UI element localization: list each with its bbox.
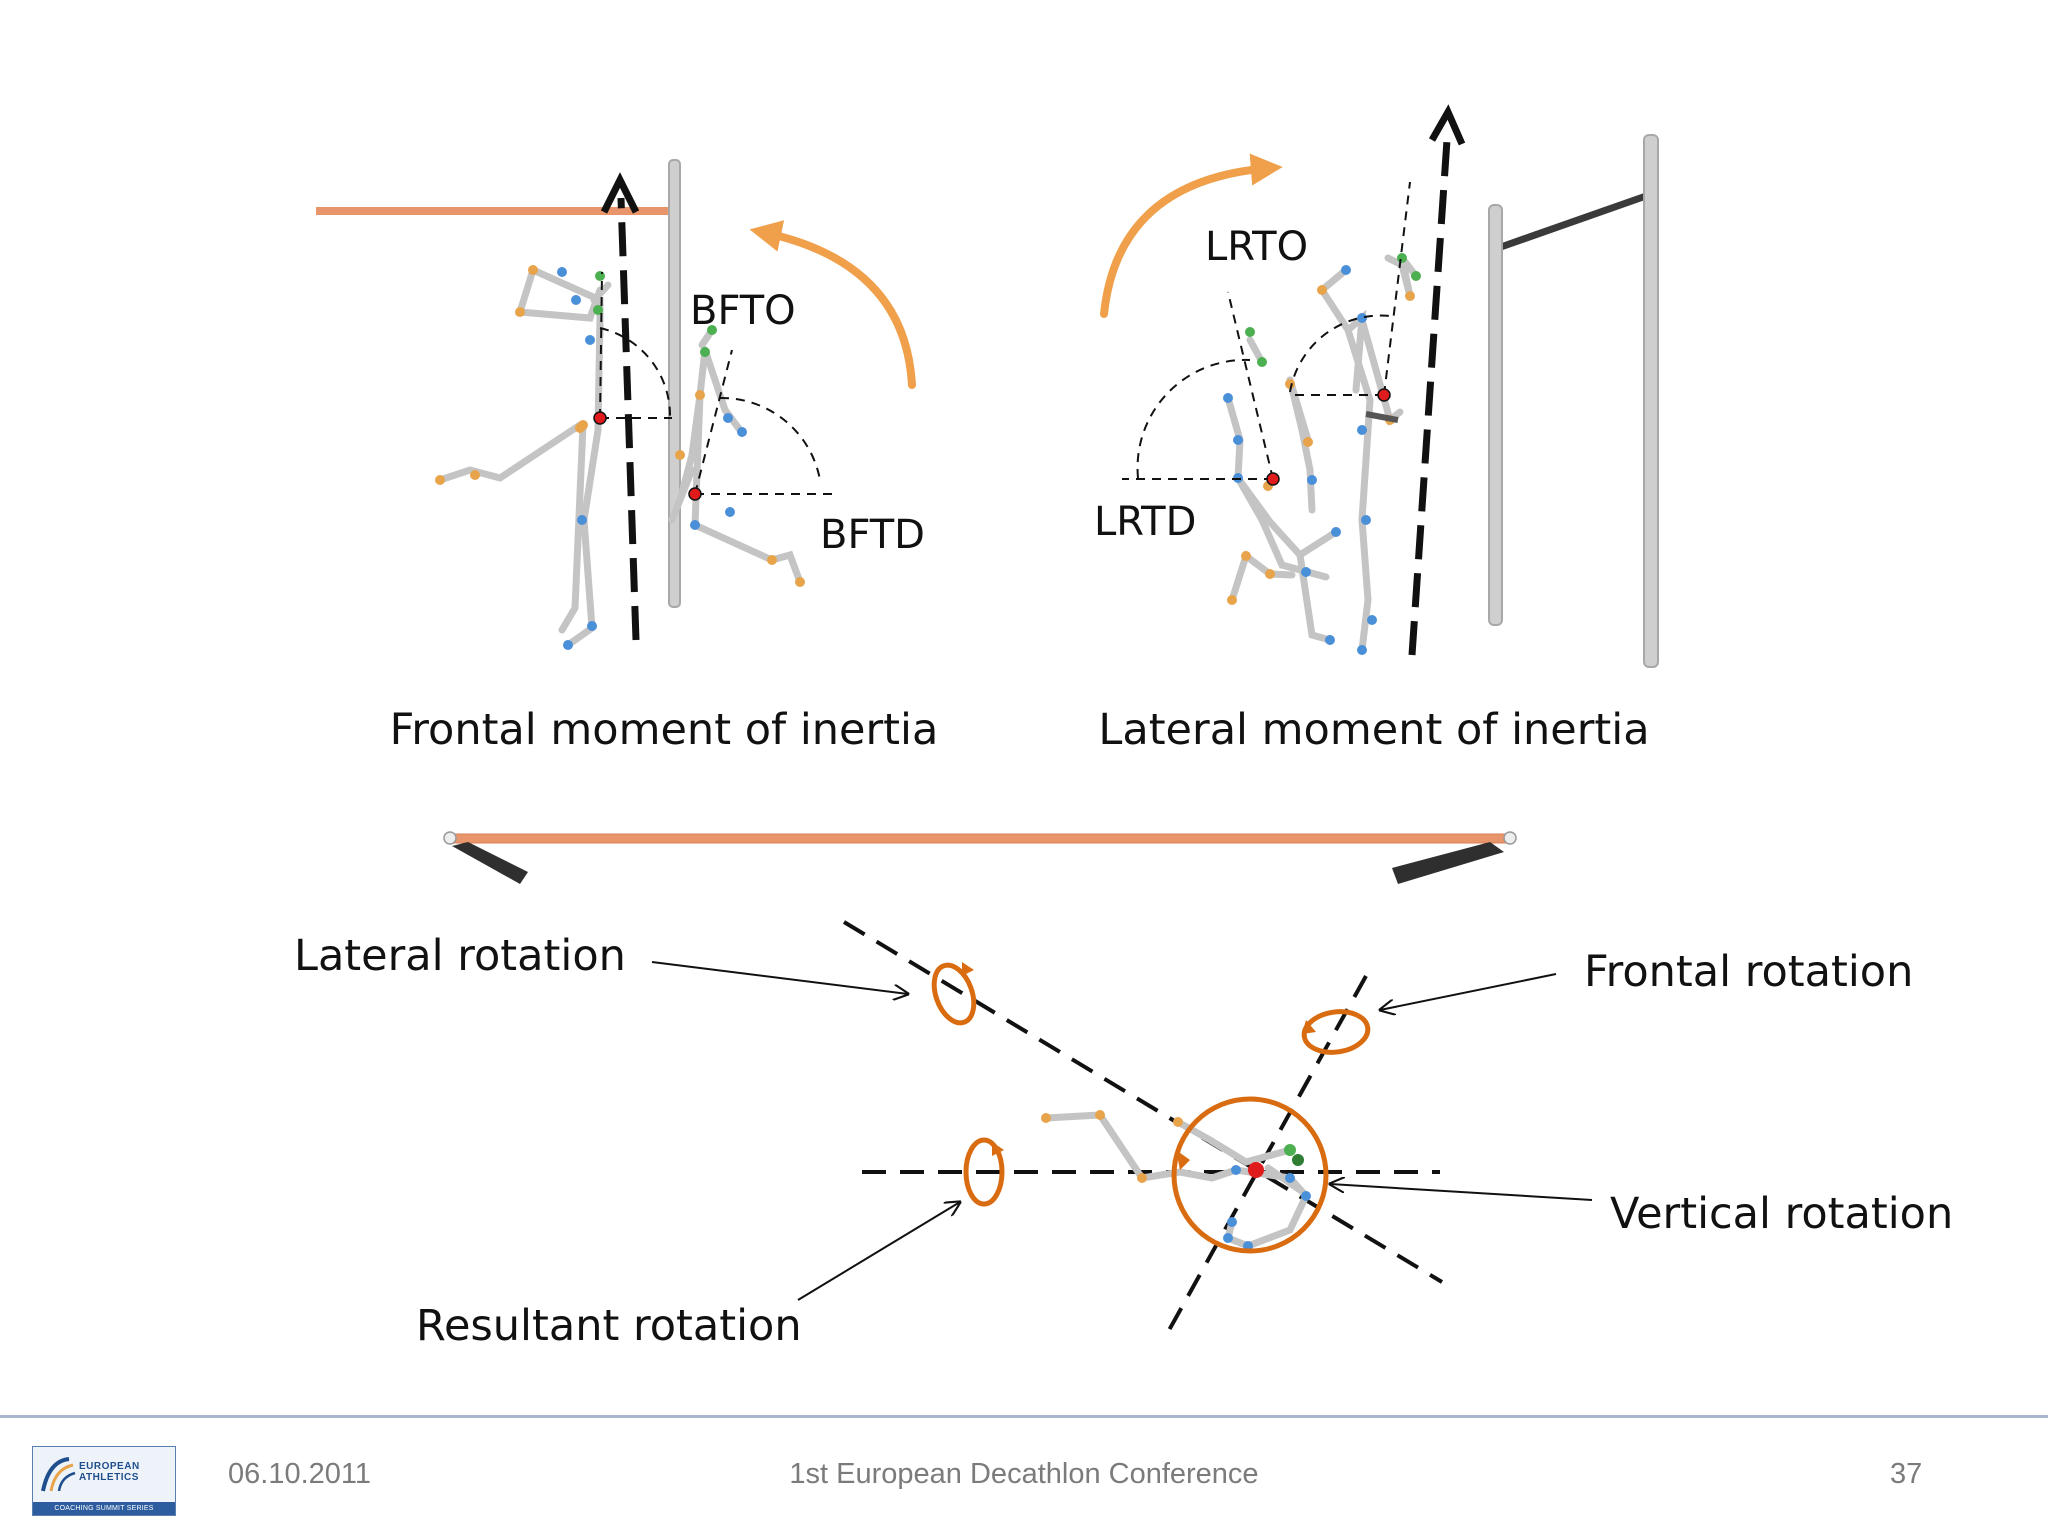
lrto-label: LRTO: [1205, 224, 1308, 270]
bfto-angle: [599, 271, 672, 419]
lateral-dashed-arrow: [1408, 139, 1451, 656]
bar-end-right: [1503, 831, 1517, 845]
lateral-axis: [842, 920, 1444, 1284]
com-dot-lateral-1: [1377, 388, 1391, 402]
lateral-rotation-ellipse: [931, 962, 977, 1026]
athlete-joints-lateral-1: [1223, 327, 1341, 645]
resultant-rotation-ellipse: [963, 1137, 1005, 1207]
frontal-rotation-pointer: [1380, 973, 1557, 1010]
rotation-panel: Lateral rotation Frontal rotation Vertic…: [294, 831, 1953, 1351]
lateral-panel: LRTO LRTD Lateral moment of inertia: [1094, 104, 1659, 755]
bar-support-right: [1392, 842, 1504, 884]
athlete-joints-frontal-2: [675, 325, 805, 587]
lrto-angle: [1289, 181, 1411, 396]
athlete-skeleton-frontal-1: [436, 266, 612, 649]
frontal-arrow-head: [600, 172, 640, 214]
lrtd-angle: [1122, 291, 1274, 480]
frontal-rotation-arrow: [749, 220, 916, 389]
vertical-rotation-circle: [1171, 1096, 1329, 1254]
frontal-rotation-label: Frontal rotation: [1584, 947, 1913, 997]
footer-date: 06.10.2011: [228, 1458, 371, 1490]
bar-support-left: [452, 842, 528, 884]
lateral-rotation-pointer: [651, 961, 908, 994]
slide-footer: EUROPEAN ATHLETICS COACHING SUMMIT SERIE…: [0, 1415, 2048, 1539]
com-dot-top-view: [1248, 1162, 1264, 1178]
resultant-rotation-label: Resultant rotation: [416, 1301, 802, 1351]
bftd-label: BFTD: [820, 512, 925, 558]
athlete-joints-top-view: [1041, 1110, 1311, 1251]
vertical-rotation-label: Vertical rotation: [1610, 1189, 1953, 1239]
upright-left: [668, 159, 681, 608]
lateral-moi-caption: Lateral moment of inertia: [1098, 705, 1649, 755]
athlete-skeleton-frontal-2: [668, 326, 804, 586]
crossbar-lateral: [1496, 192, 1648, 252]
upright-lateral-near: [1488, 204, 1503, 626]
lateral-rotation-label: Lateral rotation: [294, 931, 626, 981]
athlete-skeleton-lateral-1: [1224, 336, 1340, 644]
european-athletics-logo: EUROPEAN ATHLETICS COACHING SUMMIT SERIE…: [32, 1446, 176, 1516]
lateral-arrow-head: [1428, 104, 1466, 146]
resultant-rotation-pointer: [797, 1202, 960, 1301]
frontal-moi-caption: Frontal moment of inertia: [390, 705, 939, 755]
logo-line-1: EUROPEAN: [79, 1461, 140, 1472]
upright-lateral-far: [1643, 134, 1659, 668]
bar-end-left: [443, 831, 457, 845]
frontal-rotation-ellipse: [1301, 1009, 1371, 1055]
logo-line-2: ATHLETICS: [79, 1472, 139, 1483]
com-dot-frontal-2: [688, 487, 702, 501]
com-dot-lateral-2: [1266, 472, 1280, 486]
footer-conference: 1st European Decathlon Conference: [789, 1458, 1259, 1490]
vertical-rotation-pointer: [1330, 1184, 1593, 1201]
hip-segment-lateral: [1365, 411, 1399, 423]
athlete-joints-frontal-1: [435, 265, 605, 650]
logo-text: EUROPEAN ATHLETICS: [79, 1461, 140, 1483]
lrtd-label: LRTD: [1094, 499, 1196, 545]
logo-band: COACHING SUMMIT SERIES: [33, 1502, 175, 1515]
vertical-rotation-arrowhead: [1176, 1150, 1190, 1170]
bftd-angle: [694, 349, 838, 495]
lateral-rotation-arrow: [1100, 153, 1283, 318]
bfto-label: BFTO: [690, 288, 796, 334]
page-number: 37: [1890, 1458, 1923, 1490]
frontal-panel: BFTO BFTD Frontal moment of inertia: [316, 159, 939, 755]
crossbar-bottom: [449, 833, 1511, 844]
high-jump-diagram: BFTO BFTD Frontal moment of inertia: [294, 104, 1953, 1351]
frontal-dashed-arrow: [617, 197, 640, 641]
crossbar-left: [316, 207, 674, 215]
com-dot-frontal-1: [593, 411, 607, 425]
athletics-logo-icon: [41, 1457, 76, 1492]
